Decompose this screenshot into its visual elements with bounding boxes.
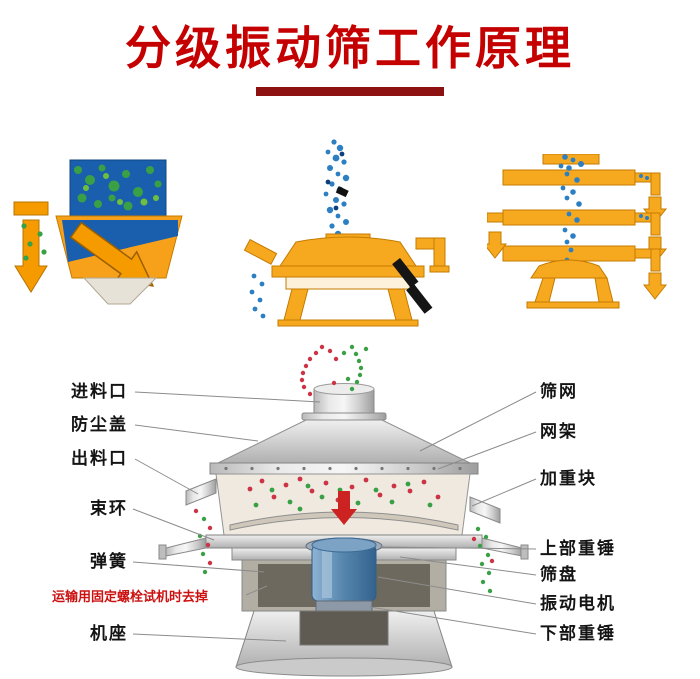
machine-legs [277,288,419,327]
callout-upper-weight: 上部重锤 [540,538,616,560]
callout-base-label: 机座 [90,624,128,643]
feed-chunk [335,186,349,198]
left-discharge [243,238,278,265]
callout-spring-label: 弹簧 [90,552,128,571]
leader-lines [132,391,537,642]
callout-dust-cover-label: 防尘盖 [71,415,128,434]
left-outlet [487,212,508,259]
callout-outlet: 出料口 [0,448,128,470]
callout-sieve-plate: 筛盘 [540,564,578,586]
motion-marks [392,258,433,314]
callout-spring: 弹簧 [0,551,128,573]
callout-dust-cover: 防尘盖 [0,414,128,436]
callout-weight-block-label: 加重块 [540,469,597,488]
callout-vibration-motor: 振动电机 [540,593,616,615]
discharge-spout-left [185,478,217,506]
bottom-funnel [82,277,158,305]
cascade-particles [558,154,649,269]
callout-upper-weight-label: 上部重锤 [540,539,616,558]
feed-particles-dark [325,151,345,211]
callout-lower-weight: 下部重锤 [540,623,616,645]
feed-tank [69,159,167,217]
header: 分级振动筛工作原理 [0,0,700,96]
callout-screen-mesh: 筛网 [540,381,578,403]
diagram-feed-column [243,139,450,327]
deck-1 [502,169,668,224]
callout-screen-mesh-label: 筛网 [540,382,578,401]
callout-feed-inlet-label: 进料口 [71,382,128,401]
fines-particles [249,273,266,319]
callout-weight-block: 加重块 [540,468,597,490]
page-title: 分级振动筛工作原理 [125,22,575,74]
deck-3 [502,245,668,300]
vibration-motor [305,537,383,614]
callout-vibration-motor-label: 振动电机 [540,594,616,613]
diagram-multi-deck [487,154,668,309]
ejected-particles [299,344,369,397]
callout-sieve-plate-label: 筛盘 [540,565,578,584]
flow-arrow-down [331,491,357,525]
callout-outlet-label: 出料口 [71,449,128,468]
title-underline [256,86,444,96]
machine-illustration: 进料口 防尘盖 出料口 束环 弹簧 运输用固定螺栓试机时去掉 机座 筛网 网架 … [0,339,700,679]
screen-mesh [229,511,459,531]
dust-cover [217,419,471,464]
machine-base [235,610,453,677]
diagram-single-deck [13,159,183,305]
callout-clamp-ring: 束环 [0,498,128,520]
callout-mesh-frame: 网架 [540,421,578,443]
callout-lower-weight-label: 下部重锤 [540,624,616,643]
screen-chamber [215,473,471,536]
oversize-particles [21,223,47,261]
left-outlet-pipe [13,201,49,216]
right-outlet-pipe [415,237,450,273]
left-down-arrow [14,219,48,293]
machine-dome [271,233,425,290]
callout-transport-bolt-warning-label: 运输用固定螺栓试机时去掉 [52,589,209,604]
callout-base: 机座 [0,623,128,645]
mesh-frame-ring [209,462,479,475]
callout-clamp-ring-label: 束环 [90,499,128,518]
feed-inlet [301,383,387,421]
left-falling-particles [193,508,213,575]
machine-cutaway-drawing [132,344,537,677]
diagram-row [0,138,700,338]
bottom-base [526,259,620,309]
right-falling-particles [471,526,495,594]
callout-feed-inlet: 进料口 [0,381,128,403]
callout-mesh-frame-label: 网架 [540,422,578,441]
callout-transport-bolt-warning: 运输用固定螺栓试机时去掉 [52,589,248,605]
